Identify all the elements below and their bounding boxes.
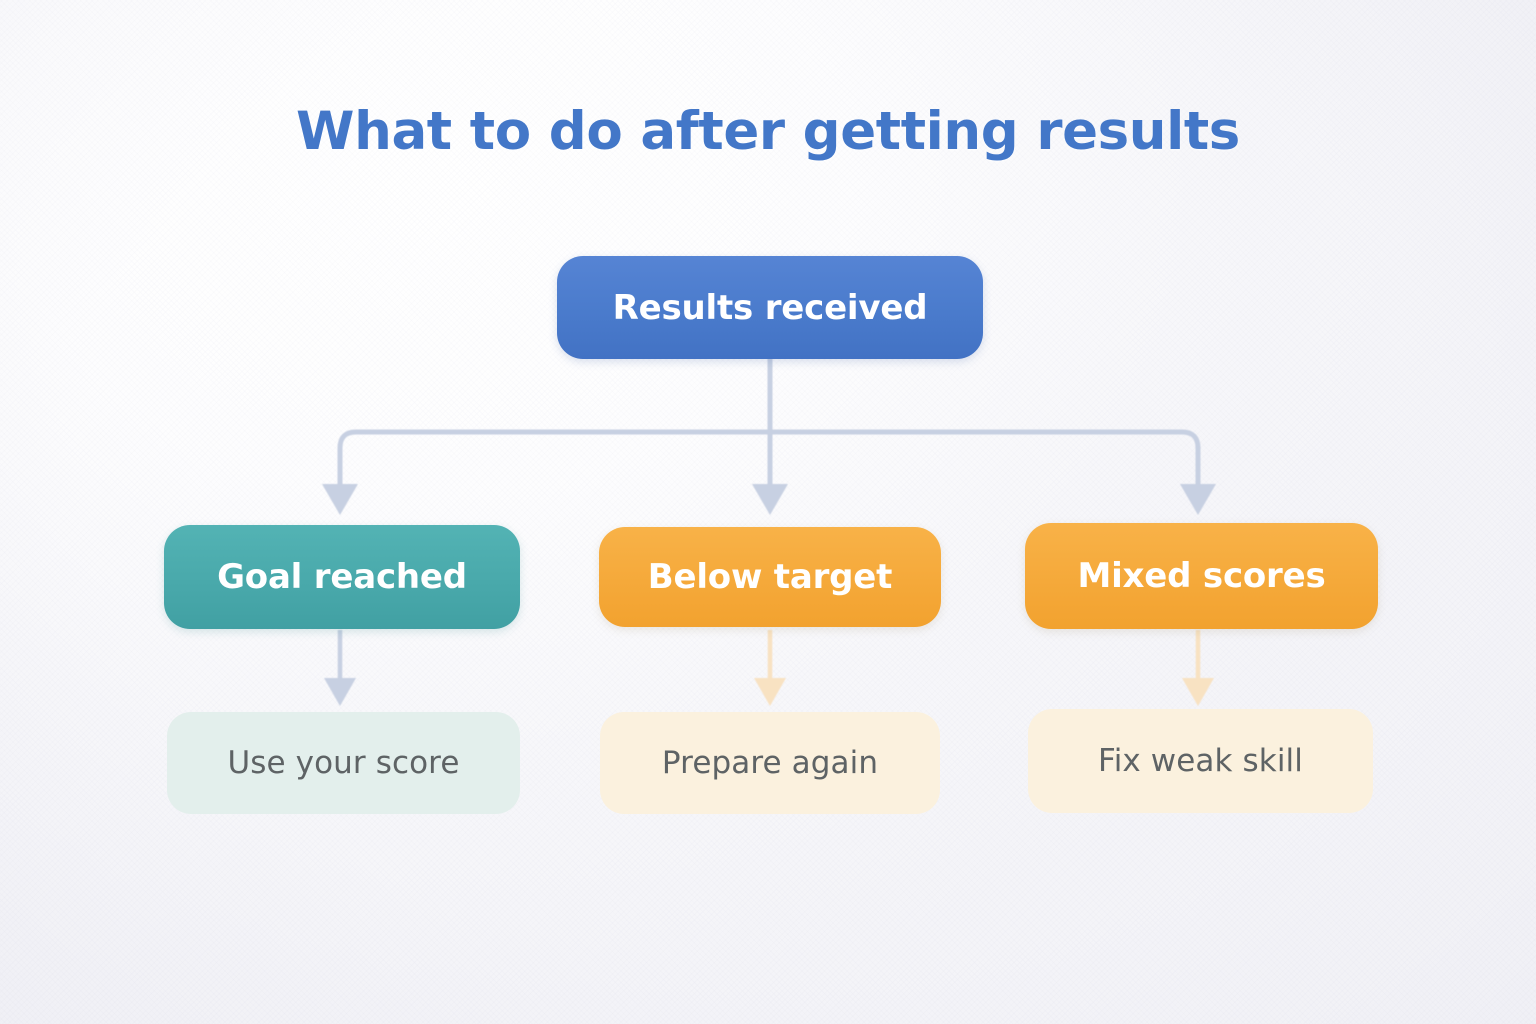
- arrowhead-below-target: [752, 484, 788, 515]
- arrowhead-goal-reached: [322, 484, 358, 515]
- node-prepare-again[interactable]: Prepare again: [600, 712, 940, 814]
- connector-bus-left: [337, 429, 770, 488]
- arrowhead-use-your-score: [324, 678, 356, 706]
- node-results-received-label: Results received: [612, 287, 928, 328]
- arrowhead-mixed-scores: [1180, 484, 1216, 515]
- node-mixed-scores-label: Mixed scores: [1077, 556, 1326, 596]
- arrowhead-prepare-again: [754, 678, 786, 706]
- node-goal-reached[interactable]: Goal reached: [164, 525, 520, 629]
- node-use-your-score-label: Use your score: [227, 744, 460, 781]
- page-title: What to do after getting results: [296, 101, 1240, 162]
- arrowhead-fix-weak-skill: [1182, 678, 1214, 706]
- connector-bus-right: [770, 429, 1201, 488]
- node-below-target-label: Below target: [647, 557, 893, 597]
- node-results-received[interactable]: Results received: [557, 256, 983, 359]
- node-fix-weak-skill-label: Fix weak skill: [1098, 742, 1303, 779]
- node-below-target[interactable]: Below target: [599, 527, 941, 627]
- node-use-your-score[interactable]: Use your score: [167, 712, 520, 814]
- node-goal-reached-label: Goal reached: [217, 557, 467, 597]
- node-fix-weak-skill[interactable]: Fix weak skill: [1028, 709, 1373, 813]
- node-mixed-scores[interactable]: Mixed scores: [1025, 523, 1378, 629]
- node-prepare-again-label: Prepare again: [661, 744, 879, 781]
